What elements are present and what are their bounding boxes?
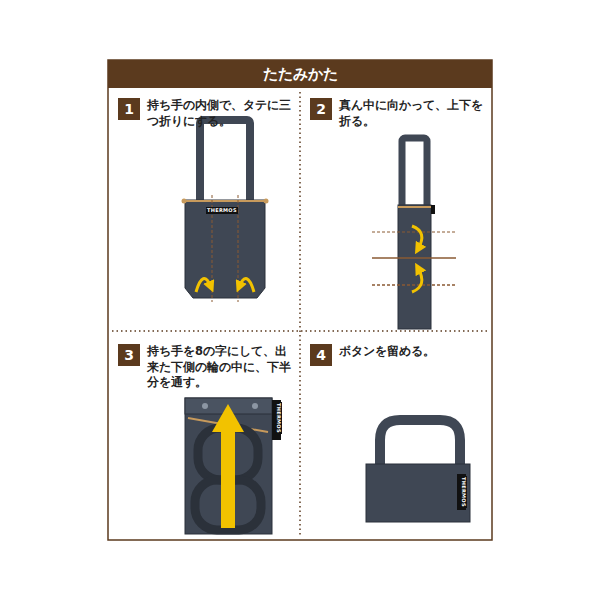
folded-bag — [366, 420, 470, 522]
divider — [112, 330, 488, 332]
step-instruction: 持ち手の内側で、タテに三つ折りにする。 — [147, 98, 293, 129]
tote-bag — [182, 120, 269, 302]
folded-bag — [185, 398, 281, 534]
step-header: 4 ボタンを留める。 — [310, 344, 486, 366]
step-number: 2 — [310, 98, 332, 120]
brand-logo: THERMOS — [275, 402, 282, 434]
divider — [299, 92, 301, 536]
step-number: 3 — [118, 344, 140, 366]
brand-logo: THERMOS — [206, 207, 238, 214]
step-number: 1 — [118, 98, 140, 120]
brand-logo: THERMOS — [460, 476, 467, 508]
step-header: 2 真ん中に向かって、上下を折る。 — [310, 98, 486, 129]
frame — [108, 60, 492, 540]
step-instruction: 真ん中に向かって、上下を折る。 — [339, 98, 485, 129]
step-instruction: 持ち手を8の字にして、出来た下側の輪の中に、下半分を通す。 — [147, 344, 293, 391]
step-number: 4 — [310, 344, 332, 366]
step-header: 1 持ち手の内側で、タテに三つ折りにする。 — [118, 98, 294, 129]
header-bar — [108, 60, 492, 88]
step-instruction: ボタンを留める。 — [339, 344, 485, 360]
folded-bag — [372, 138, 456, 329]
sheet-title: たたみかた — [108, 60, 492, 88]
step-header: 3 持ち手を8の字にして、出来た下側の輪の中に、下半分を通す。 — [118, 344, 294, 391]
